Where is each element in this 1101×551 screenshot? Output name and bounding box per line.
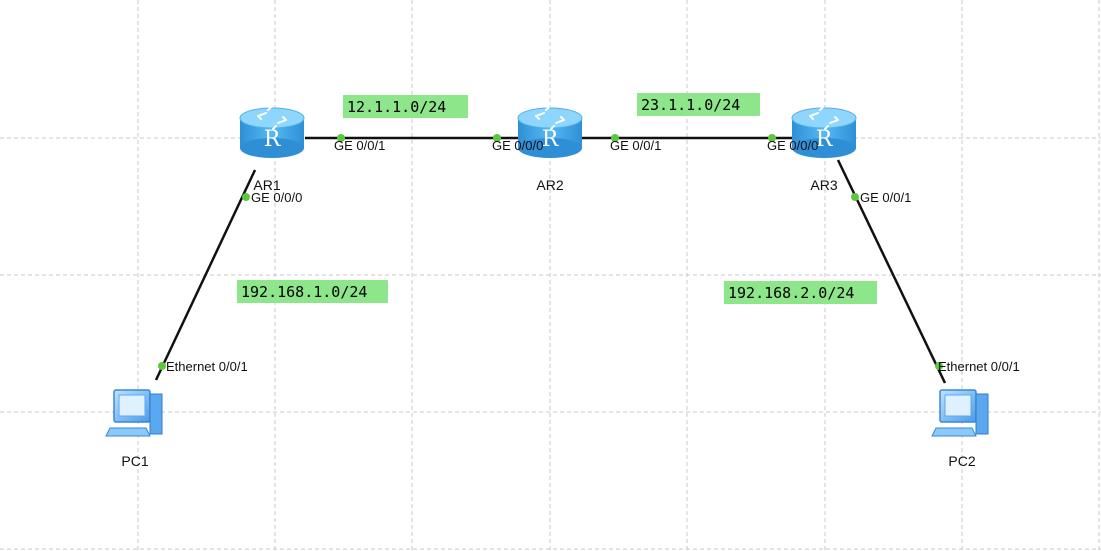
subnet-label-bg	[343, 95, 468, 118]
device-label-pc2: PC2	[948, 453, 975, 469]
subnet-label-bg	[724, 281, 877, 304]
port-dot	[158, 362, 166, 370]
port-dot	[768, 134, 776, 142]
device-label-ar1: AR1	[253, 177, 280, 193]
interface-label-ar2-ge000: GE 0/0/0	[492, 138, 543, 153]
router-ar1[interactable]	[239, 106, 305, 159]
subnet-label-text: 192.168.2.0/24	[728, 284, 854, 302]
subnet-label-ar1-ar2: 12.1.1.0/24	[343, 95, 468, 118]
port-dot	[851, 193, 859, 201]
interface-label-ar3-ge000: GE 0/0/0	[767, 138, 818, 153]
link-ar1-pc1[interactable]	[154, 169, 257, 381]
pc-icon	[105, 389, 163, 437]
interface-label-pc1-eth: Ethernet 0/0/1	[166, 359, 248, 374]
interface-label-ar1-ge001: GE 0/0/1	[334, 138, 385, 153]
port-dot	[611, 134, 619, 142]
subnet-label-text: 23.1.1.0/24	[641, 96, 740, 114]
subnet-label-ar3-pc2: 192.168.2.0/24	[724, 281, 877, 304]
pc-pc2[interactable]	[931, 389, 989, 437]
router-icon	[239, 106, 305, 159]
subnet-label-ar1-pc1: 192.168.1.0/24	[237, 280, 388, 303]
subnet-label-bg	[637, 93, 760, 116]
device-label-pc1: PC1	[121, 453, 148, 469]
interface-label-ar3-ge001: GE 0/0/1	[860, 190, 911, 205]
interface-label-ar2-ge001: GE 0/0/1	[610, 138, 661, 153]
subnet-label-ar2-ar3: 23.1.1.0/24	[637, 93, 760, 116]
device-label-ar3: AR3	[810, 177, 837, 193]
port-dots	[158, 134, 943, 370]
port-dot	[935, 362, 943, 370]
subnet-label-bg	[237, 280, 388, 303]
port-dot	[493, 134, 501, 142]
port-dot	[242, 193, 250, 201]
pc-icon	[931, 389, 989, 437]
subnet-label-text: 192.168.1.0/24	[241, 283, 367, 301]
interface-label-pc2-eth: Ethernet 0/0/1	[938, 359, 1020, 374]
subnet-label-text: 12.1.1.0/24	[347, 98, 446, 116]
port-dot	[337, 134, 345, 142]
pc-pc1[interactable]	[105, 389, 163, 437]
interface-label-ar1-ge000: GE 0/0/0	[251, 190, 302, 205]
device-label-ar2: AR2	[536, 177, 563, 193]
